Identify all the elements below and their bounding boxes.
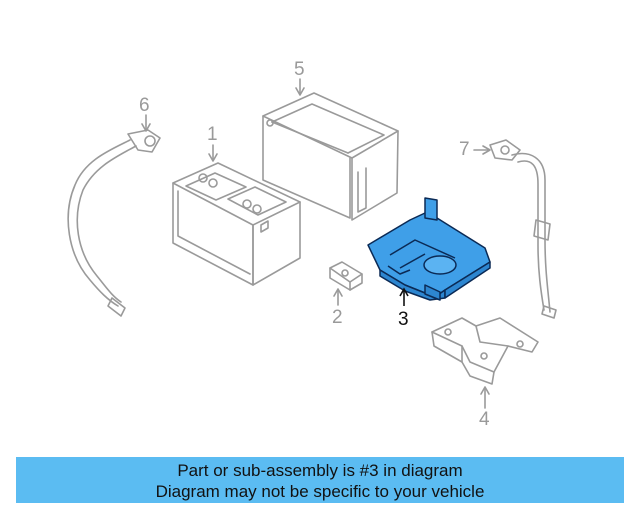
callout-4: 4 xyxy=(479,409,490,430)
callout-2: 2 xyxy=(332,307,343,328)
leader-line-part-3 xyxy=(399,287,409,306)
positive-cable-part-7 xyxy=(489,139,557,319)
callout-6: 6 xyxy=(139,95,150,116)
tray-bracket-part-4 xyxy=(431,317,539,385)
callout-5: 5 xyxy=(294,59,305,80)
info-banner: Part or sub-assembly is #3 in diagram Di… xyxy=(16,457,624,503)
callout-3: 3 xyxy=(398,309,409,330)
parts-diagram xyxy=(67,78,557,409)
callout-1: 1 xyxy=(207,124,218,145)
leader-lines xyxy=(141,78,491,409)
battery-tray-part-3 xyxy=(367,197,491,301)
banner-line-2: Diagram may not be specific to your vehi… xyxy=(155,482,485,501)
callout-7: 7 xyxy=(459,139,470,160)
battery-cover-part-5 xyxy=(262,92,399,221)
battery-part-1 xyxy=(172,162,301,286)
banner-line-1: Part or sub-assembly is #3 in diagram xyxy=(177,461,463,480)
hold-down-clamp-part-2 xyxy=(329,261,363,291)
negative-cable-part-6 xyxy=(67,129,161,317)
